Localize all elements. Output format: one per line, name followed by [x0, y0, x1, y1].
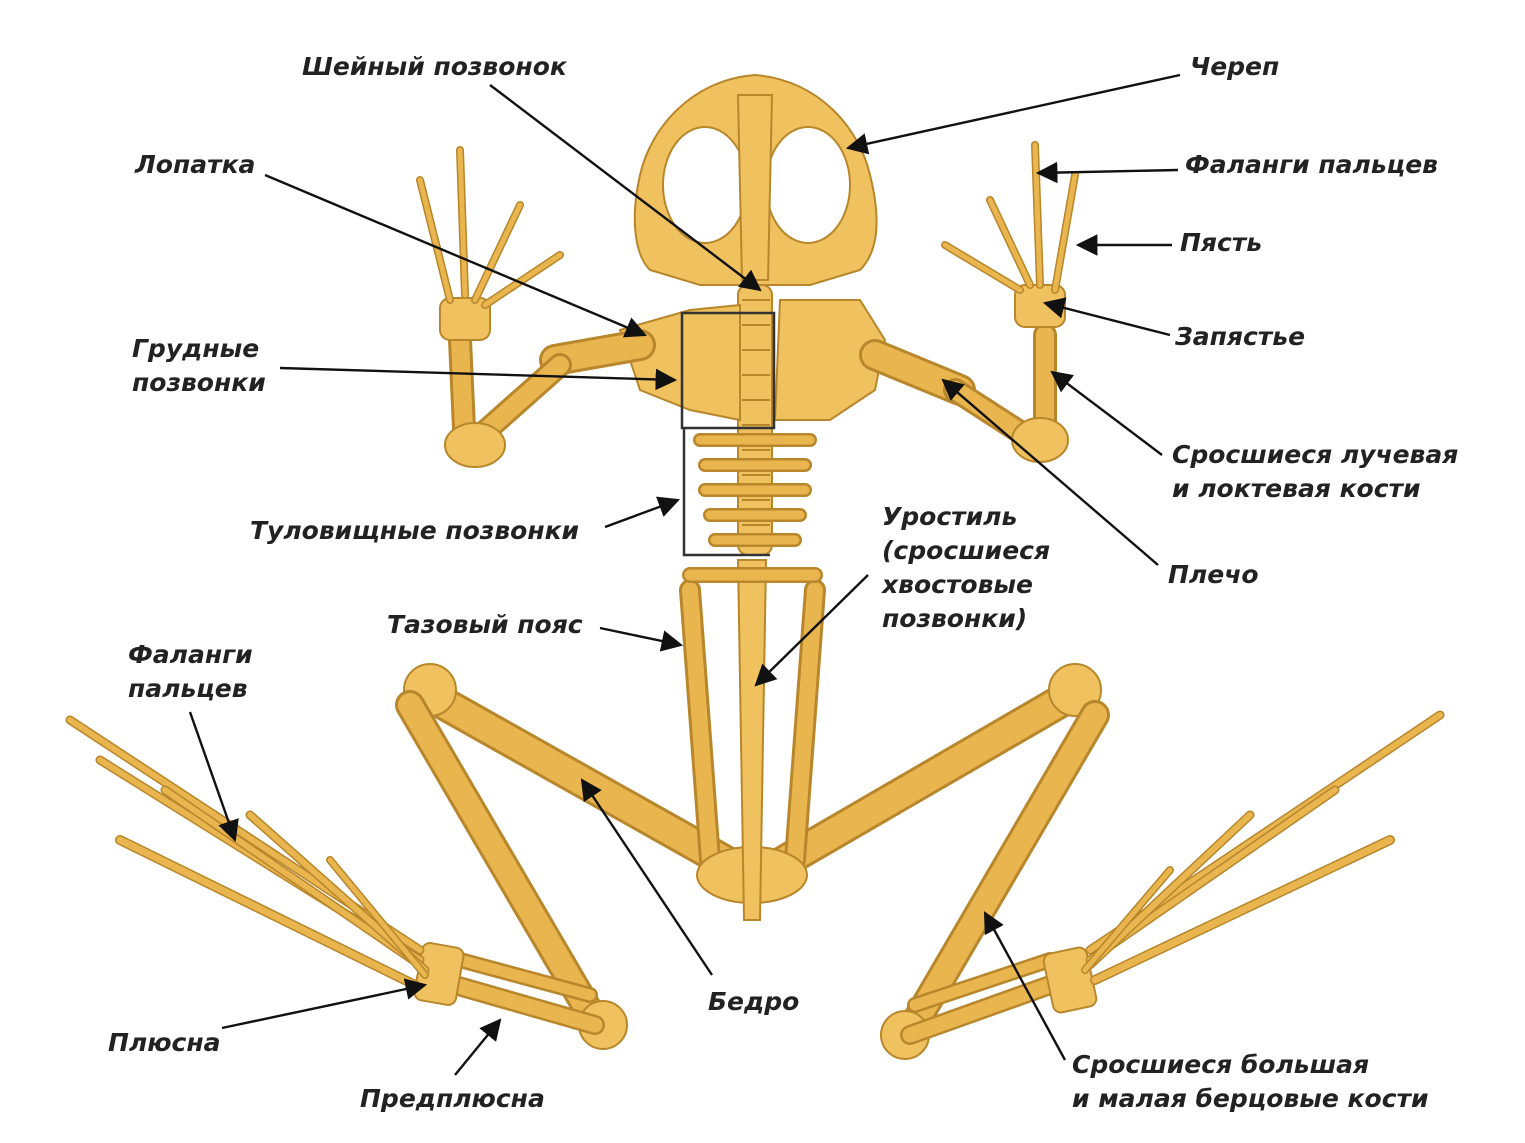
label-foot-phalanges-line1: Фаланги	[128, 638, 253, 672]
label-trunk-vertebrae: Туловищные позвонки	[250, 514, 579, 548]
label-urostyle-line1: Уростиль	[882, 500, 1050, 534]
urostyle	[738, 560, 766, 920]
label-pelvic-girdle-text: Тазовый пояс	[387, 608, 583, 642]
label-radioulna-line1: Сросшиеся лучевая	[1172, 438, 1458, 472]
left-forelimb	[420, 150, 640, 467]
label-foot-phalanges-line2: пальцев	[128, 672, 253, 706]
label-foot-phalanges: Фаланги пальцев	[128, 638, 253, 706]
label-hand-phalanges-text: Фаланги пальцев	[1185, 148, 1438, 182]
label-thoracic-line1: Грудные	[132, 332, 266, 366]
label-humerus-text: Плечо	[1168, 558, 1259, 592]
label-pelvic-girdle: Тазовый пояс	[387, 608, 583, 642]
label-metatarsus: Плюсна	[108, 1026, 221, 1060]
label-femur-text: Бедро	[708, 985, 799, 1019]
label-skull: Череп	[1190, 50, 1279, 84]
label-humerus: Плечо	[1168, 558, 1259, 592]
label-thoracic-vertebrae: Грудные позвонки	[132, 332, 266, 400]
label-urostyle: Уростиль (сросшиеся хвостовые позвонки)	[882, 500, 1050, 636]
label-tibiofibula-line2: и малая берцовые кости	[1072, 1082, 1429, 1116]
right-hindlimb	[770, 664, 1440, 1059]
label-thoracic-line2: позвонки	[132, 366, 266, 400]
label-scapula: Лопатка	[135, 148, 255, 182]
label-urostyle-line3: хвостовые	[882, 568, 1050, 602]
label-radioulna: Сросшиеся лучевая и локтевая кости	[1172, 438, 1458, 506]
label-cervical-vertebra: Шейный позвонок	[302, 50, 567, 84]
label-metacarpus: Пясть	[1180, 226, 1262, 260]
label-femur: Бедро	[708, 985, 799, 1019]
label-metatarsus-text: Плюсна	[108, 1026, 221, 1060]
label-tibiofibula-line1: Сросшиеся большая	[1072, 1048, 1429, 1082]
label-carpus-text: Запястье	[1175, 320, 1305, 354]
label-cervical-vertebra-text: Шейный позвонок	[302, 50, 567, 84]
label-scapula-text: Лопатка	[135, 148, 255, 182]
label-hand-phalanges: Фаланги пальцев	[1185, 148, 1438, 182]
label-radioulna-line2: и локтевая кости	[1172, 472, 1458, 506]
label-tibiofibula: Сросшиеся большая и малая берцовые кости	[1072, 1048, 1429, 1116]
label-tarsus: Предплюсна	[360, 1082, 545, 1116]
label-trunk-vertebrae-text: Туловищные позвонки	[250, 514, 579, 548]
label-carpus: Запястье	[1175, 320, 1305, 354]
label-tarsus-text: Предплюсна	[360, 1082, 545, 1116]
label-skull-text: Череп	[1190, 50, 1279, 84]
left-hindlimb	[70, 664, 740, 1049]
skull	[635, 75, 877, 285]
label-urostyle-line2: (сросшиеся	[882, 534, 1050, 568]
label-urostyle-line4: позвонки)	[882, 602, 1050, 636]
label-metacarpus-text: Пясть	[1180, 226, 1262, 260]
